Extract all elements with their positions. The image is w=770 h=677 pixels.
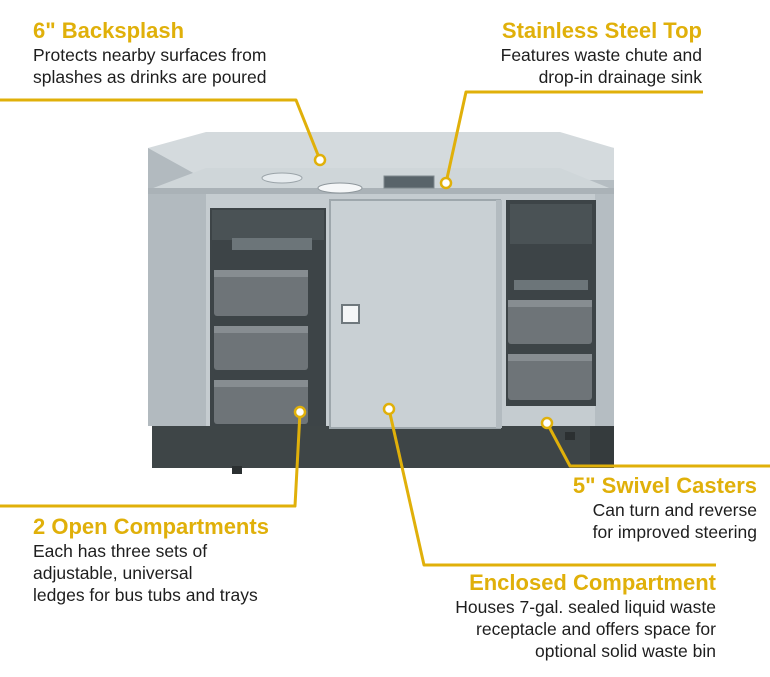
callout-dot (382, 402, 396, 416)
callout-text: Features waste chute and (500, 45, 702, 65)
leader-line-casters (545, 422, 770, 468)
callout-enclosed-compartment: Enclosed Compartment Houses 7-gal. seale… (455, 570, 716, 662)
bus-tub (214, 270, 308, 316)
cart-top-surface (148, 168, 614, 190)
callout-text: splashes as drinks are poured (33, 67, 267, 87)
caster (565, 432, 575, 440)
callout-title: Stainless Steel Top (501, 18, 702, 43)
leader-line-open (0, 411, 302, 508)
bus-tub (214, 326, 308, 370)
callout-title: Enclosed Compartment (469, 570, 716, 595)
callout-text: Protects nearby surfaces from (33, 45, 267, 65)
bus-tub (508, 354, 592, 400)
callout-dot (439, 176, 453, 190)
callout-backsplash: 6" Backsplash Protects nearby surfaces f… (33, 18, 266, 88)
callout-text: Houses 7-gal. sealed liquid waste (455, 597, 716, 617)
callout-text: Can turn and reverse (592, 500, 757, 520)
callout-stainless-top: Stainless Steel Top Features waste chute… (501, 18, 702, 88)
door-latch (341, 304, 360, 324)
bus-tub (508, 300, 592, 344)
callout-text: ledges for bus tubs and trays (33, 585, 258, 605)
callout-text: Each has three sets of (33, 541, 208, 561)
drainage-sink (383, 175, 435, 189)
callout-dot (293, 405, 307, 419)
leader-line-backsplash (0, 98, 322, 161)
bus-tub (214, 380, 308, 424)
callout-title: 5" Swivel Casters (572, 473, 757, 498)
cart-side-panel (148, 148, 206, 426)
callout-text: adjustable, universal (33, 563, 193, 583)
leader-line-top (444, 90, 703, 184)
callout-casters: 5" Swivel Casters Can turn and reverse f… (573, 473, 757, 543)
leader-line-enclosed (387, 408, 716, 567)
callout-open-compartments: 2 Open Compartments Each has three sets … (33, 514, 269, 606)
callout-text: drop-in drainage sink (538, 67, 702, 87)
callout-dot (540, 416, 554, 430)
callout-title: 2 Open Compartments (33, 514, 269, 539)
waste-chute (261, 172, 303, 184)
callout-dot (313, 153, 327, 167)
callout-text: receptacle and offers space for (476, 619, 716, 639)
callout-text: for improved steering (592, 522, 757, 542)
callout-title: 6" Backsplash (33, 18, 185, 43)
caster (232, 466, 242, 474)
callout-text: optional solid waste bin (535, 641, 716, 661)
